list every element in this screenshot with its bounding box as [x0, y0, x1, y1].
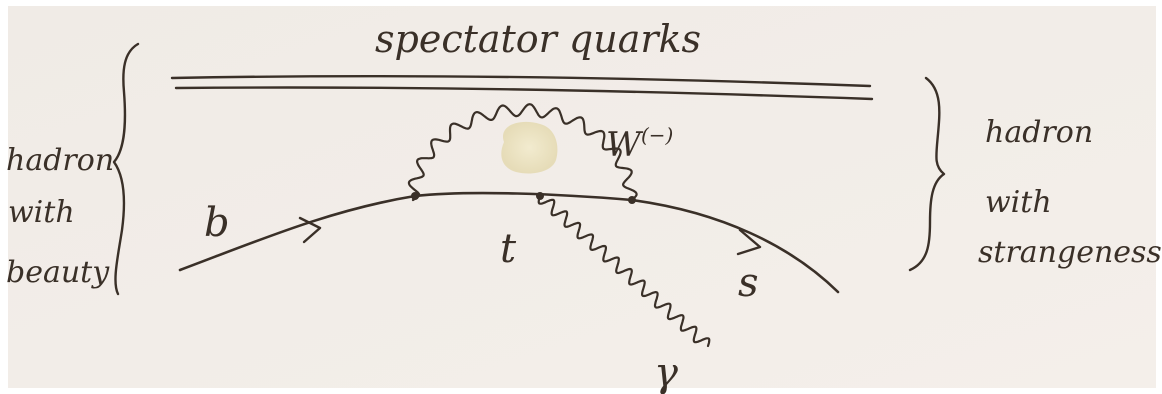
label-t: t	[500, 226, 517, 272]
spectator-quark-line-upper	[170, 74, 872, 88]
right-label-line-2: with	[985, 185, 1052, 220]
right-brace	[908, 76, 946, 272]
left-label-line-1: hadron	[6, 143, 114, 178]
w-boson-loop	[407, 103, 638, 202]
label-gamma: γ	[654, 350, 678, 394]
photon-line	[537, 194, 711, 348]
label-w-base: W	[606, 125, 644, 165]
right-hadron-label: hadron with strangeness	[978, 115, 1162, 270]
spectator-quarks-label: spectator quarks	[375, 17, 701, 61]
left-brace	[112, 42, 140, 296]
label-b: b	[204, 200, 230, 246]
label-s: s	[738, 260, 759, 306]
left-label-line-3: beauty	[6, 255, 110, 290]
left-hadron-label: hadron with beauty	[6, 143, 124, 290]
right-label-line-3: strangeness	[978, 235, 1162, 270]
label-w: W(−)	[606, 123, 673, 165]
left-label-line-2: with	[8, 195, 75, 230]
paper-stain	[501, 121, 558, 174]
quark-line	[178, 191, 840, 294]
incoming-arrow-icon	[298, 216, 322, 244]
spectator-quark-line-lower	[174, 86, 874, 101]
label-w-sup: (−)	[641, 123, 673, 147]
outgoing-arrow-icon	[736, 228, 762, 256]
right-label-line-1: hadron	[985, 115, 1093, 150]
